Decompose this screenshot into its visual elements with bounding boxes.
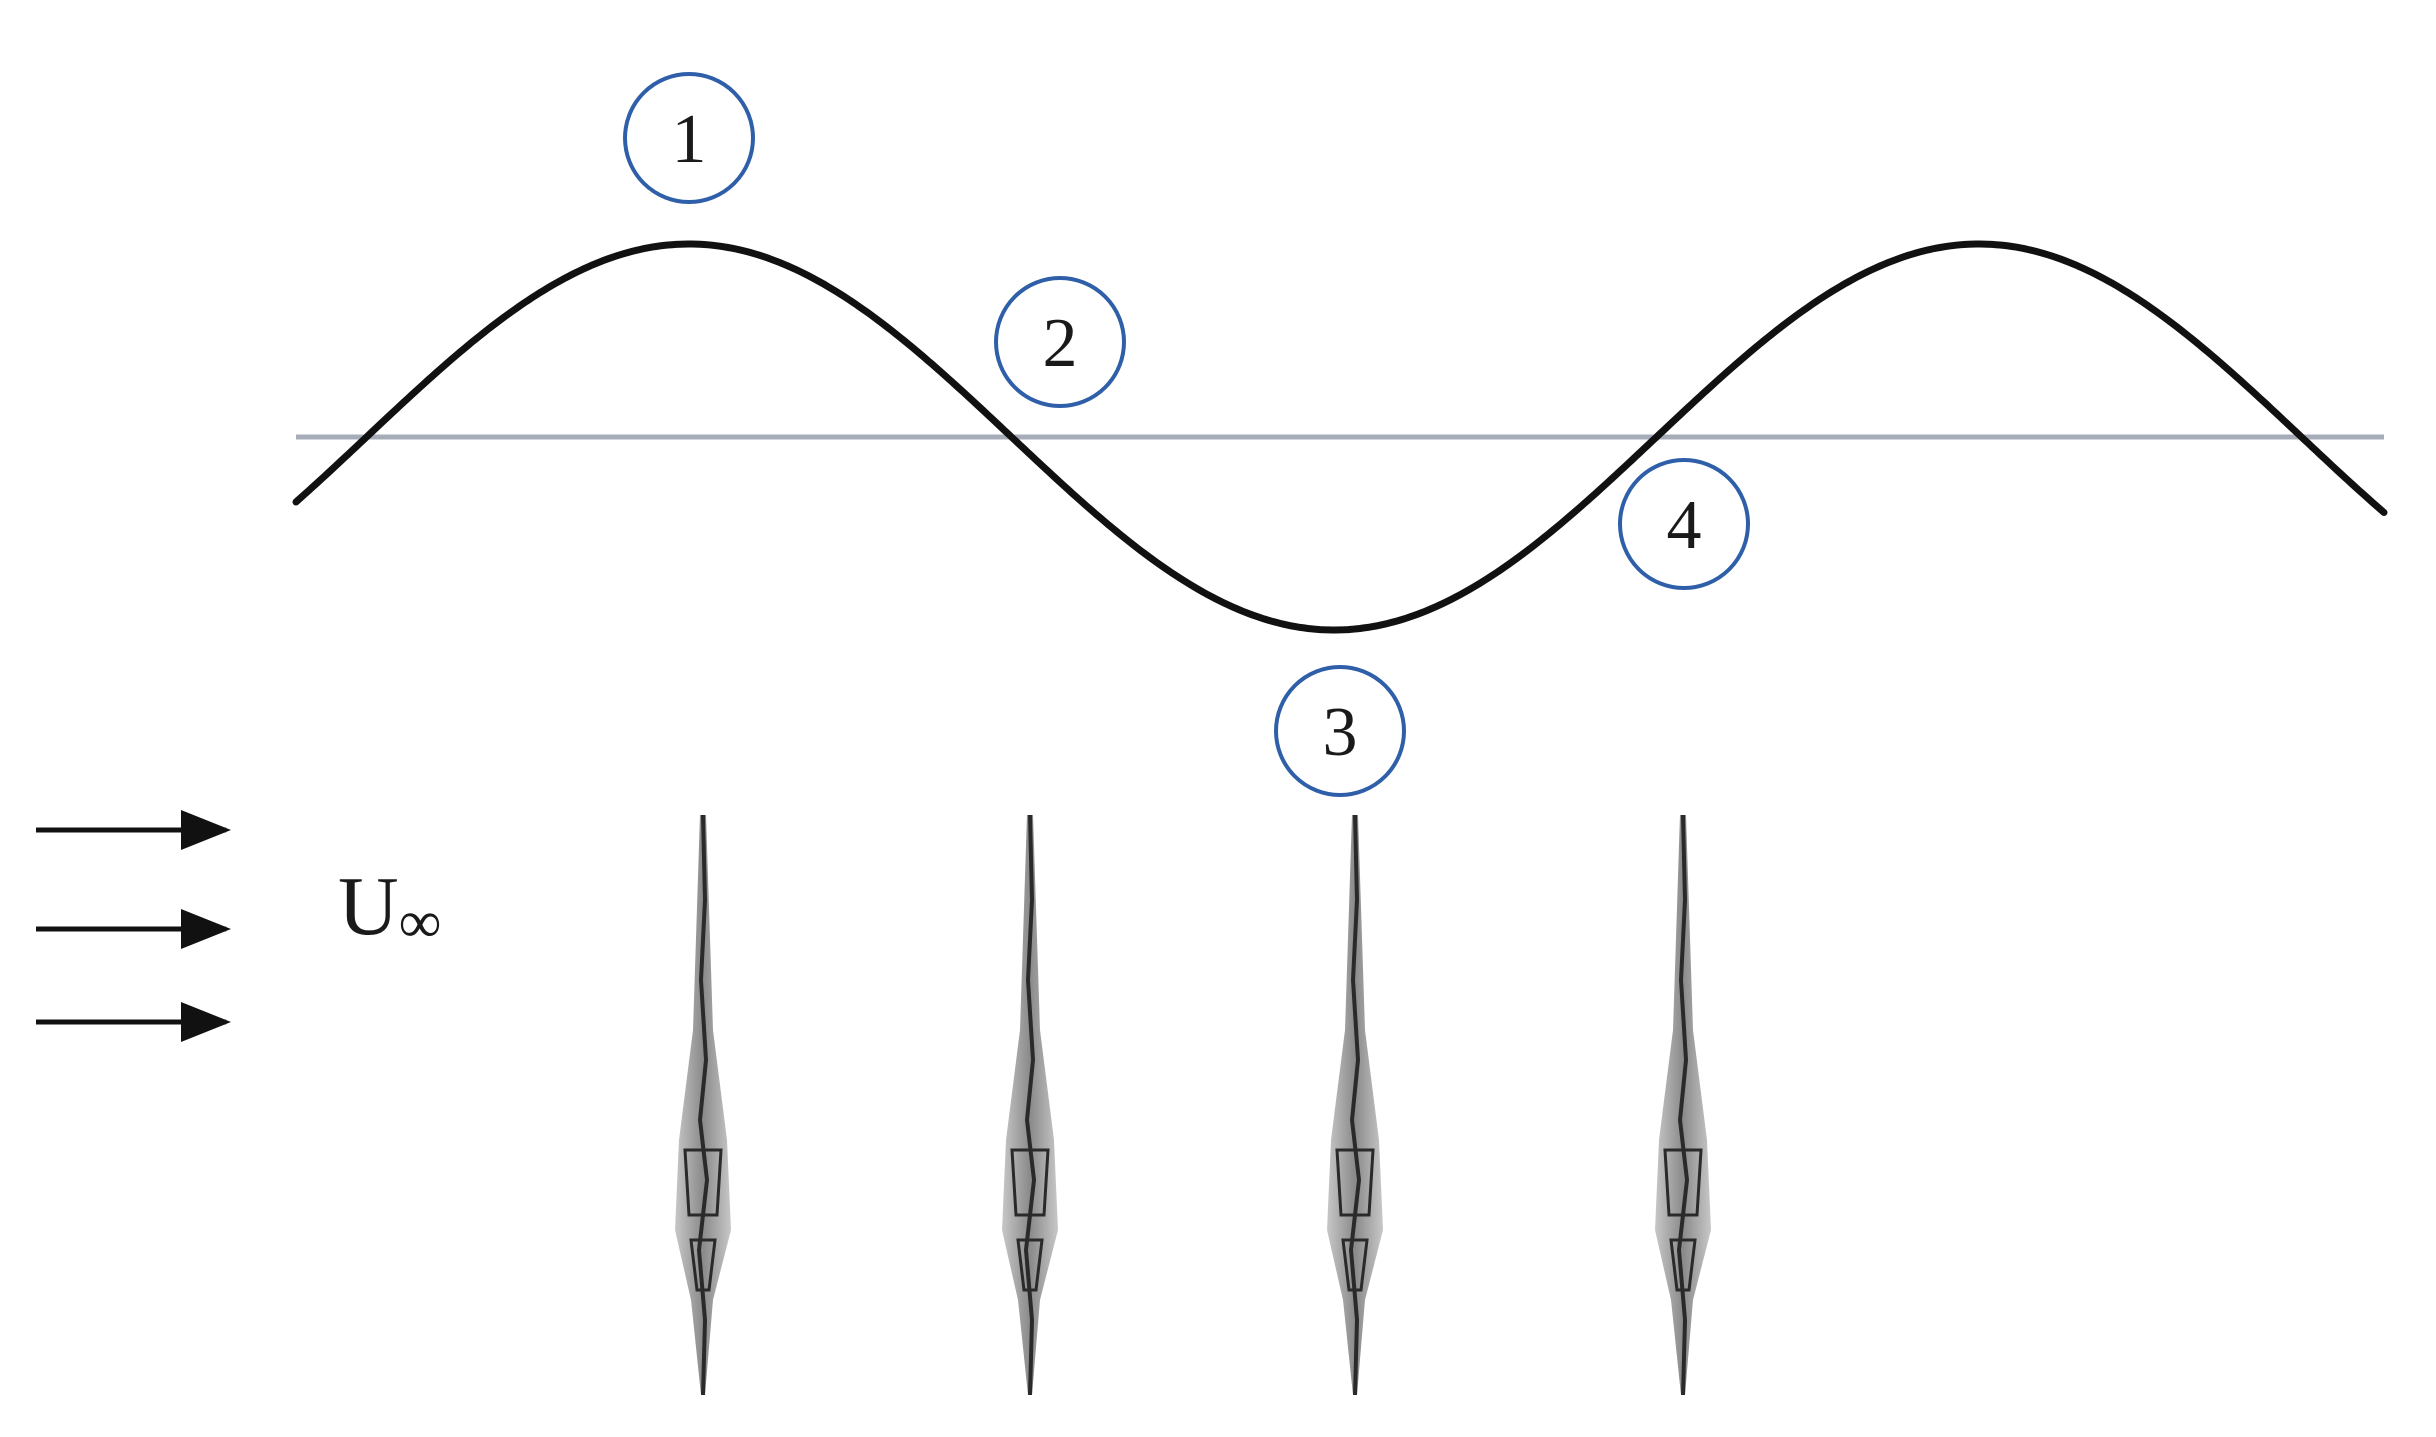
blade-3-icon	[1327, 814, 1383, 1396]
marker-ring	[994, 276, 1126, 408]
phase-marker-4: 4	[1618, 458, 1750, 590]
marker-ring	[623, 72, 755, 204]
sine-wave	[292, 240, 2388, 634]
freestream-arrows	[36, 810, 231, 1042]
blade-1-icon	[675, 814, 731, 1396]
phase-marker-3: 3	[1274, 665, 1406, 797]
marker-label: 1	[672, 101, 707, 178]
blade-4-icon	[1655, 814, 1711, 1396]
blade-spine	[696, 814, 710, 1396]
marker-ring	[1274, 665, 1406, 797]
marker-ring	[1618, 458, 1750, 590]
blade-detail	[1663, 1148, 1703, 1292]
blade-spine	[1676, 814, 1690, 1396]
marker-label: 2	[1043, 305, 1078, 382]
blade-detail	[683, 1148, 723, 1292]
blade-detail	[1335, 1148, 1375, 1292]
velocity-subscript: ∞	[399, 889, 442, 955]
velocity-symbol: U	[338, 860, 399, 953]
blade-row	[675, 814, 1711, 1396]
blade-spine	[1348, 814, 1362, 1396]
marker-label: 4	[1667, 487, 1702, 564]
marker-label: 3	[1323, 694, 1358, 771]
blade-2-icon	[1002, 814, 1058, 1396]
phase-marker-1: 1	[623, 72, 755, 204]
blade-spine	[1023, 814, 1037, 1396]
phase-marker-2: 2	[994, 276, 1126, 408]
freestream-velocity-label: U∞	[338, 860, 441, 955]
blade-detail	[1010, 1148, 1050, 1292]
